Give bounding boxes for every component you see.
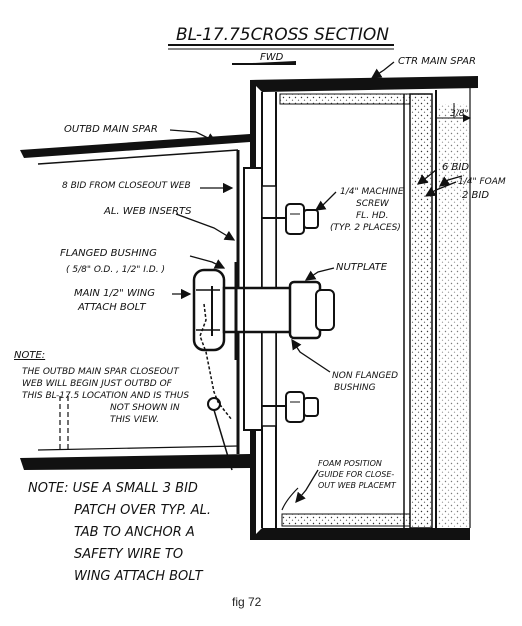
bottom-note: NOTE: USE A SMALL 3 BID PATCH OVER TYP. … (28, 481, 211, 584)
label-foam-guide-1: FOAM POSITION (318, 459, 382, 468)
lower-machine-screw (262, 391, 319, 423)
bottom-note-line: NOTE: USE A SMALL 3 BID (28, 481, 198, 496)
note-box: NOTE: THE OUTBD MAIN SPAR CLOSEOUT WEB W… (14, 350, 189, 425)
figure-caption: fig 72 (232, 595, 262, 609)
note-line: THIS BL-17.5 LOCATION AND IS THUS (22, 391, 189, 401)
dimension-marker: 3/8" (436, 103, 471, 122)
center-main-spar (250, 76, 478, 540)
label-flanged-bushing-1: FLANGED BUSHING (60, 248, 157, 259)
label-machine-screw-1: 1/4" MACHINE (340, 187, 404, 197)
label-non-flanged-2: BUSHING (334, 383, 376, 393)
upper-machine-screw (262, 203, 319, 235)
label-6-bid: 6 BID (442, 162, 469, 173)
label-machine-screw-4: (TYP. 2 PLACES) (330, 223, 401, 233)
label-al-web-inserts: AL. WEB INSERTS (103, 206, 192, 217)
closeout-indicator (59, 396, 69, 452)
label-machine-screw-3: FL. HD. (356, 211, 388, 221)
note-line: THE OUTBD MAIN SPAR CLOSEOUT (22, 367, 180, 377)
note-line: THIS VIEW. (110, 415, 159, 425)
fwd-label: FWD (260, 52, 284, 63)
note-line: WEB WILL BEGIN JUST OUTBD OF (22, 379, 173, 389)
bottom-note-line: WING ATTACH BOLT (74, 569, 204, 584)
leader-lines (169, 61, 463, 503)
note-line: NOT SHOWN IN (110, 403, 180, 413)
label-machine-screw-2: SCREW (356, 199, 390, 209)
bottom-note-line: PATCH OVER TYP. AL. (74, 503, 211, 518)
main-wing-attach-bolt (192, 262, 335, 360)
label-main-bolt-1: MAIN 1/2" WING (74, 288, 155, 299)
label-foam: 1/4" FOAM (458, 177, 506, 187)
label-2-bid: 2 BID (462, 190, 489, 201)
label-foam-guide-3: OUT WEB PLACEMT (318, 481, 397, 490)
label-outbd-main-spar: OUTBD MAIN SPAR (64, 124, 158, 135)
label-ctr-main-spar: CTR MAIN SPAR (398, 56, 476, 67)
label-bid-from-closeout: 8 BID FROM CLOSEOUT WEB (62, 181, 191, 191)
bottom-note-line: SAFETY WIRE TO (74, 547, 183, 562)
label-main-bolt-2: ATTACH BOLT (77, 302, 147, 313)
dimension-label: 3/8" (450, 109, 469, 119)
label-foam-guide-2: GUIDE FOR CLOSE- (318, 470, 394, 479)
title-text: BL-17.75CROSS SECTION (176, 25, 389, 45)
note-heading: NOTE: (14, 350, 45, 361)
bottom-note-line: TAB TO ANCHOR A (74, 525, 195, 540)
safety-wire (199, 303, 233, 471)
label-flanged-bushing-2: ( 5/8" O.D. , 1/2" I.D. ) (66, 265, 165, 275)
label-non-flanged-1: NON FLANGED (332, 371, 398, 381)
label-nutplate: NUTPLATE (336, 262, 388, 273)
